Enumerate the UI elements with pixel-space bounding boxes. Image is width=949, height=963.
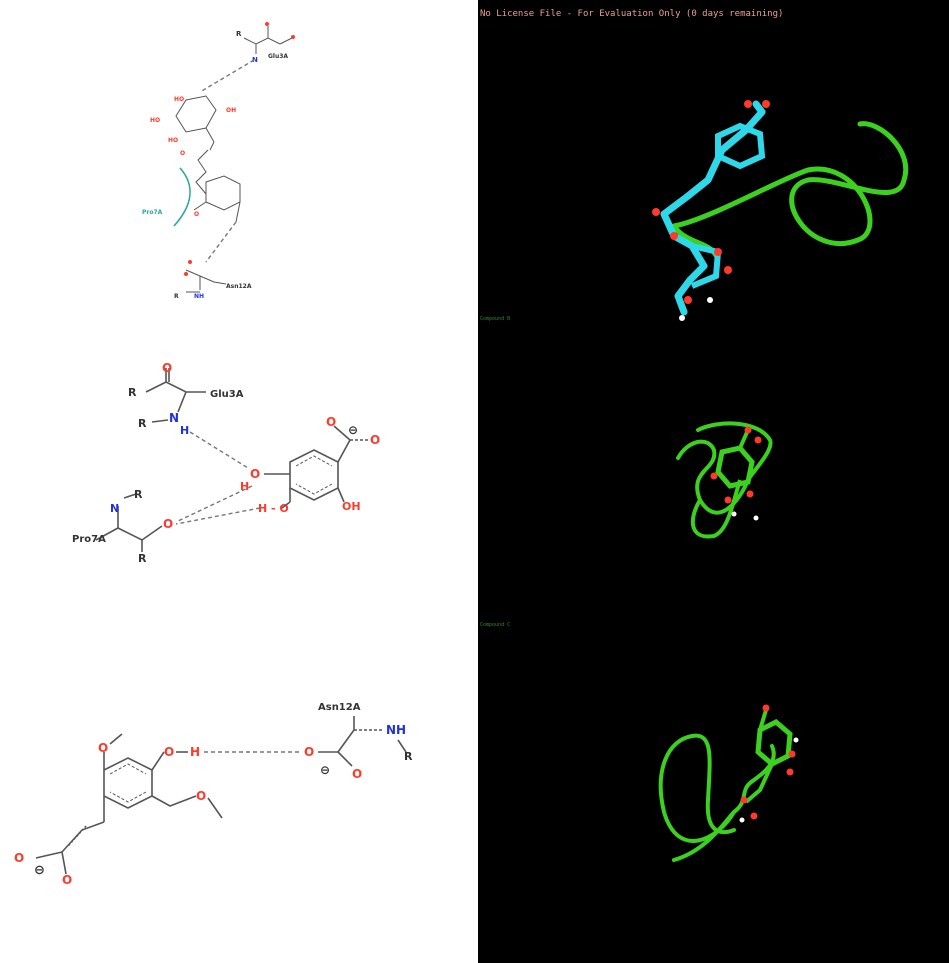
d3-r-label: R [404, 750, 413, 763]
d1-glu-label: Glu3A [268, 53, 288, 60]
d1-n-label: N [252, 56, 258, 64]
d2-h-ring: H [240, 480, 249, 493]
diagram-3: O O H O O O ⊖ Asn12A NH [14, 702, 413, 887]
d1-asn-label: Asn12A [226, 283, 252, 290]
d2-pro-label: Pro7A [72, 534, 106, 545]
d1-r-label: R [236, 30, 242, 38]
d2-o-carb-right: O [370, 433, 380, 447]
d1-oh-label: OH [226, 107, 236, 114]
d2-o-carbonyl: O [162, 361, 172, 375]
d2-o-ring: O [250, 467, 260, 481]
d1-ho-label-2: HO [150, 117, 160, 124]
d1-r-bottom: R [174, 293, 179, 300]
view-2-tag: Compound B [480, 316, 510, 322]
d3-oh-h: H [190, 745, 200, 759]
d3-oh-o: O [164, 745, 174, 759]
d2-n-label: N [169, 411, 179, 425]
d1-ho-label-1: HO [174, 96, 184, 103]
viewer-svg: No License File - For Evaluation Only (0… [480, 9, 909, 862]
d3-o-acc: O [304, 745, 314, 759]
view-1 [652, 100, 909, 321]
diagram-2: R O Glu3A R N H O H OH O O ⊖ [72, 361, 380, 565]
d1-o-ester: O [180, 150, 185, 157]
d2-oh-label: OH [342, 500, 361, 513]
d3-nh-label: NH [386, 723, 406, 737]
d1-ho-label-3: HO [168, 137, 178, 144]
d2-r-nh: R [138, 417, 147, 430]
d2-ho-label: H - O [258, 502, 289, 515]
d3-minus-2: ⊖ [34, 863, 45, 878]
d3-o-methoxy-1: O [98, 741, 108, 755]
d3-minus: ⊖ [320, 763, 330, 777]
d2-r-bottom: R [138, 552, 147, 565]
d2-o-carb-top: O [326, 415, 336, 429]
viewer-watermark: No License File - For Evaluation Only (0… [480, 9, 783, 19]
interaction-diagrams-svg: R N Glu3A HO OH HO HO O O Pro7A [14, 22, 413, 887]
d1-o-methoxy: O [194, 211, 199, 218]
d2-minus: ⊖ [348, 423, 358, 437]
diagram-1: R N Glu3A HO OH HO HO O O Pro7A [142, 22, 295, 300]
d2-n-pro: N [110, 502, 119, 515]
molecular-viewer-panel: No License File - For Evaluation Only (0… [478, 0, 949, 963]
d2-o-pro: O [163, 517, 173, 531]
d2-glu-label: Glu3A [210, 389, 244, 400]
d1-pro-label: Pro7A [142, 209, 163, 216]
view-3-tag: Compound C [480, 622, 510, 628]
view-2 [676, 421, 773, 539]
d2-r-pro: R [134, 488, 143, 501]
d3-o-acc-2: O [352, 767, 362, 781]
d2-h-label: H [180, 424, 189, 437]
d3-o-methoxy-2: O [196, 789, 206, 803]
d3-o-carb-2: O [62, 873, 72, 887]
view-3 [658, 704, 799, 862]
d2-r-top: R [128, 386, 137, 399]
d3-asn-label: Asn12A [318, 702, 361, 713]
d3-o-carb-1: O [14, 851, 24, 865]
d1-nh-label: NH [194, 293, 204, 300]
interaction-diagrams-panel: R N Glu3A HO OH HO HO O O Pro7A [14, 22, 413, 887]
